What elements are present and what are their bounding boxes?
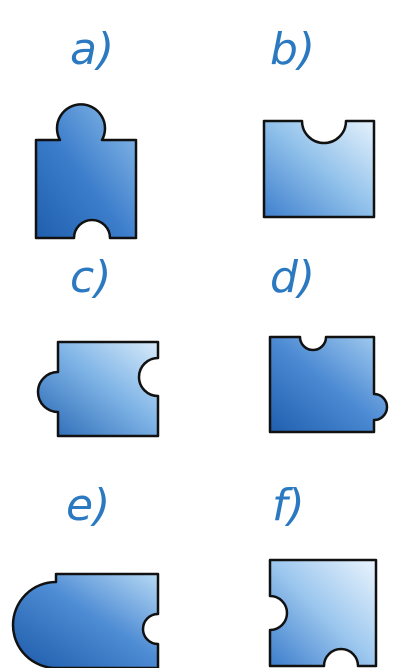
option-d-label: d)	[270, 252, 315, 303]
option-e-label: e)	[66, 480, 110, 531]
option-d[interactable]: d)	[268, 252, 389, 434]
puzzle-piece-f	[268, 558, 378, 668]
puzzle-piece-e	[11, 572, 160, 668]
puzzle-piece-c	[36, 340, 160, 438]
option-c[interactable]: c)	[36, 252, 160, 438]
option-c-label: c)	[70, 252, 111, 303]
option-a[interactable]: a)	[34, 24, 138, 240]
option-b[interactable]: b)	[262, 24, 376, 219]
puzzle-piece-b	[262, 119, 376, 219]
option-b-label: b)	[270, 24, 315, 75]
option-a-label: a)	[70, 24, 114, 75]
option-f-label: f)	[272, 480, 305, 531]
puzzle-piece-a	[34, 103, 138, 240]
option-f[interactable]: f)	[268, 480, 378, 668]
option-e[interactable]: e)	[11, 480, 160, 668]
puzzle-piece-d	[268, 335, 389, 434]
